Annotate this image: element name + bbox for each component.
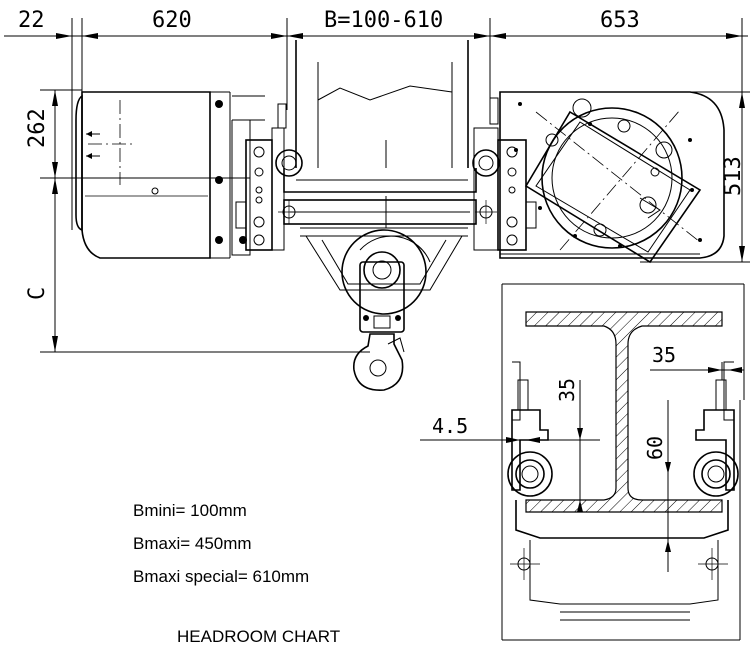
right-vertical-dimension — [640, 91, 750, 263]
dim-513-label: 513 — [721, 156, 746, 196]
detail-view — [420, 283, 745, 641]
top-dimension-line — [4, 18, 748, 230]
note-bmaxi: Bmaxi= 450mm — [133, 534, 252, 553]
trolley-frame — [235, 40, 537, 251]
detail-dim-4-5: 4.5 — [432, 414, 468, 438]
hook-block — [305, 229, 463, 391]
detail-dim-60: 60 — [643, 436, 667, 460]
left-vertical-dimensions — [40, 89, 370, 353]
dim-22-label: 22 — [18, 8, 45, 33]
detail-dim-35-horizontal: 35 — [652, 343, 676, 367]
right-gearbox — [499, 91, 725, 264]
note-bmini: Bmini= 100mm — [133, 501, 247, 520]
dim-c-label: C — [25, 287, 50, 300]
left-motor-housing — [75, 91, 265, 259]
note-bmaxi-special: Bmaxi special= 610mm — [133, 567, 310, 586]
dim-620-label: 620 — [152, 8, 192, 33]
dim-653-label: 653 — [600, 8, 640, 33]
dim-beam-range-label: B=100-610 — [324, 8, 443, 33]
detail-dim-35-vertical: 35 — [555, 378, 579, 402]
dim-262-label: 262 — [25, 108, 50, 148]
chart-title: HEADROOM CHART — [177, 627, 341, 646]
